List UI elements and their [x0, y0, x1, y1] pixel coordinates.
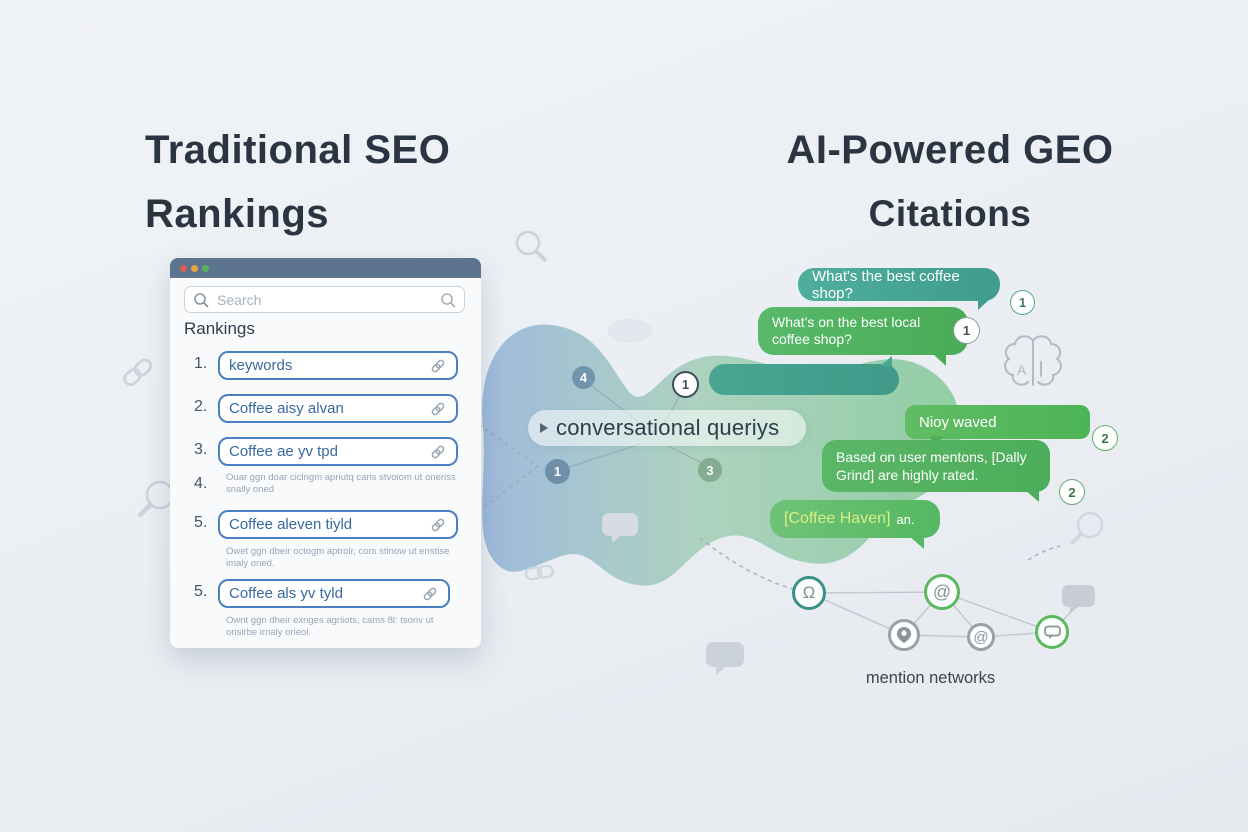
conversational-query-label: conversational queriys — [556, 415, 780, 440]
network-node-mention: @ — [967, 623, 995, 651]
network-node-shop: Ω — [792, 576, 826, 610]
right-section-title: AI-Powered GEO Citations — [750, 118, 1150, 246]
search-icon — [194, 292, 209, 308]
search-input[interactable] — [215, 290, 440, 309]
browser-window: Rankings 1. keywords 2. Coffee aisy alva… — [170, 258, 481, 648]
link-icon[interactable] — [429, 443, 447, 461]
conversational-query-pill: conversational queriys — [528, 410, 806, 446]
location-pin-icon — [896, 627, 912, 643]
rank-result-description: Ownt ggn dheir exnges agriiots, cams 8l:… — [226, 615, 434, 638]
svg-text:A: A — [1017, 362, 1027, 378]
shop-icon: Ω — [802, 583, 816, 602]
search-icon — [1069, 511, 1104, 546]
rank-result-description: Ouar ggn doar ciclngm apriutq cans stvoi… — [226, 472, 456, 495]
rank-result-3[interactable]: Coffee ae yv tpd — [218, 437, 458, 466]
cloud-shape — [608, 319, 652, 343]
chat-bubble-text: What's on the best local coffee shop? — [772, 314, 921, 347]
link-icon[interactable] — [429, 516, 447, 534]
chat-bubble-empty — [709, 356, 899, 395]
citation-count-badge: 1 — [1010, 290, 1035, 315]
network-node-chat — [1035, 615, 1069, 649]
rank-number: 3. — [194, 441, 208, 458]
minimize-button[interactable] — [191, 264, 198, 272]
chat-bubble-text: Based on user mentons, [Dally Grind] are… — [836, 449, 1027, 483]
flow-step-badge: 1 — [672, 371, 699, 398]
rank-result-label: Coffee aleven tiyld — [229, 516, 353, 533]
rank-result-1[interactable]: keywords — [218, 351, 458, 380]
flow-step-badge: 4 — [572, 366, 595, 389]
rank-number: 2. — [194, 398, 208, 415]
cursor-arrow-icon — [540, 423, 548, 433]
flow-step-badge: 3 — [698, 458, 722, 482]
search-icon — [137, 480, 175, 518]
chat-bubble-answer: [Coffee Haven] an. — [770, 500, 940, 549]
rankings-heading: Rankings — [184, 319, 255, 338]
chat-bubble-question: What's the best coffee shop? — [798, 267, 1000, 310]
search-icon — [515, 230, 548, 263]
citation-count-badge: 2 — [1059, 479, 1085, 505]
chat-bubble-answer: Based on user mentons, [Dally Grind] are… — [822, 440, 1050, 502]
browser-titlebar[interactable] — [170, 258, 481, 278]
rank-result-5[interactable]: Coffee aleven tiyld — [218, 510, 458, 539]
rank-result-label: Coffee aisy alvan — [229, 400, 344, 417]
network-node-location — [888, 619, 920, 651]
chat-bubble-text: Nioy waved — [919, 413, 997, 431]
chat-bubble-icon — [1062, 585, 1095, 614]
right-title-line2: Citations — [868, 193, 1032, 234]
link-icon[interactable] — [429, 400, 447, 418]
network-node-mention: @ — [924, 574, 960, 610]
dashed-connector — [699, 537, 794, 590]
close-button[interactable] — [180, 264, 187, 272]
left-section-title: Traditional SEO Rankings — [145, 118, 450, 246]
link-icon — [524, 564, 555, 581]
flow-step-badge: 1 — [545, 459, 570, 484]
citation-count-badge: 1 — [953, 317, 980, 344]
rank-result-description: Owet ggn dbeir octogm aptrolr, cors stin… — [226, 546, 450, 569]
brand-highlight-text: [Coffee Haven] — [784, 510, 891, 527]
chat-bubble-question: What's on the best local coffee shop? 1 — [758, 307, 980, 366]
rank-number: 5. — [194, 583, 208, 600]
rank-number: 5. — [194, 514, 208, 531]
dashed-connector — [1027, 545, 1061, 561]
chat-bubble-icon — [602, 513, 638, 543]
rank-result-label: Coffee als yv tyld — [229, 585, 343, 602]
link-icon[interactable] — [429, 357, 447, 375]
mention-at-icon: @ — [973, 628, 989, 646]
search-icon — [441, 292, 456, 308]
rank-result-label: Coffee ae yv tpd — [229, 443, 338, 460]
rank-result-2[interactable]: Coffee aisy alvan — [218, 394, 458, 423]
chat-bubble-icon — [706, 642, 744, 675]
rank-number: 4. — [194, 475, 208, 492]
link-icon[interactable] — [421, 585, 439, 603]
chat-bubble-answer: Nioy waved — [905, 405, 1090, 448]
search-bar[interactable] — [184, 286, 465, 313]
chat-bubble-text: an. — [896, 511, 915, 527]
chat-bubble-icon — [1043, 625, 1061, 639]
left-title-line1: Traditional SEO — [145, 128, 451, 172]
citation-count-badge: 2 — [1092, 425, 1118, 451]
rank-number: 1. — [194, 355, 208, 372]
left-title-line2: Rankings — [145, 192, 330, 236]
chat-bubble-text: What's the best coffee shop? — [812, 267, 960, 302]
rank-result-6[interactable]: Coffee als yv tyld — [218, 579, 450, 608]
mention-at-icon: @ — [932, 581, 952, 602]
link-icon — [123, 358, 152, 386]
network-caption: mention networks — [865, 669, 996, 687]
right-title-line1: AI-Powered GEO — [786, 128, 1114, 172]
rank-result-label: keywords — [229, 357, 293, 374]
ai-brain-icon: A — [1004, 335, 1062, 386]
maximize-button[interactable] — [202, 264, 209, 272]
